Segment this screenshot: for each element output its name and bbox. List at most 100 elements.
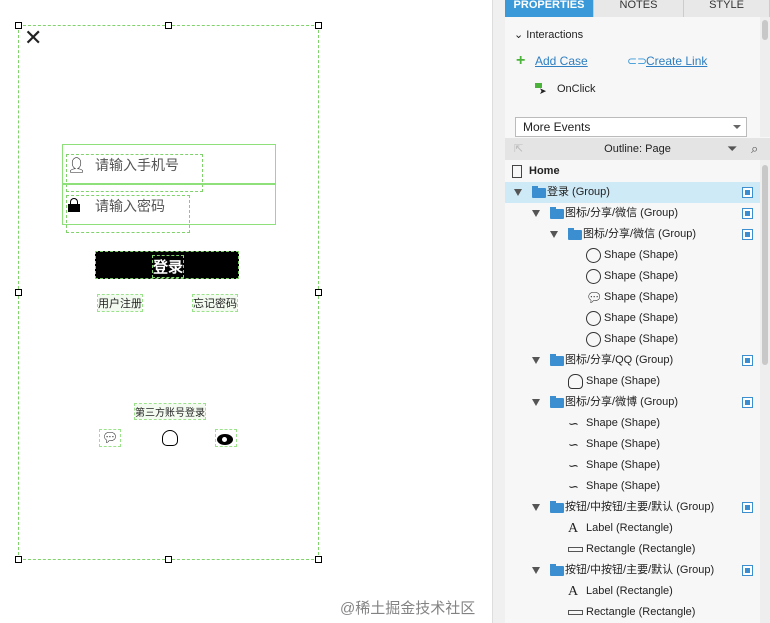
outline-home[interactable]: Home: [505, 161, 760, 182]
close-icon[interactable]: ✕: [24, 25, 43, 50]
expand-triangle-icon[interactable]: [532, 357, 540, 364]
outline-item[interactable]: 图标/分享/QQ (Group): [505, 350, 760, 371]
outline-item-label: 图标/分享/微信 (Group): [583, 228, 697, 240]
outline-item[interactable]: Shape (Shape): [505, 329, 760, 350]
phone-placeholder: 请输入手机号: [95, 157, 179, 173]
dropdown-arrow-icon: [733, 125, 741, 129]
resize-handle[interactable]: [165, 22, 172, 29]
tab-notes[interactable]: NOTES: [594, 0, 684, 17]
outline-item-label: Label (Rectangle): [586, 522, 673, 534]
login-group-selection[interactable]: [18, 25, 319, 560]
outline-item[interactable]: 💬︎Shape (Shape): [505, 287, 760, 308]
outline-item[interactable]: Shape (Shape): [505, 371, 760, 392]
onclick-event[interactable]: OnClick: [557, 83, 596, 95]
folder-icon: [568, 228, 582, 240]
weibo-shape-icon: ∽: [568, 479, 579, 494]
outline-item[interactable]: A Label (Rectangle): [505, 518, 760, 539]
circle-shape-icon: [586, 332, 601, 347]
password-input[interactable]: [62, 184, 276, 225]
resize-handle[interactable]: [315, 289, 322, 296]
outline-item-label: Shape (Shape): [586, 480, 660, 492]
outline-item[interactable]: ∽Shape (Shape): [505, 455, 760, 476]
weibo-icon[interactable]: [215, 429, 237, 447]
phone-input[interactable]: [62, 144, 276, 184]
outline-item[interactable]: 按钮/中按钮/主要/默认 (Group): [505, 497, 760, 518]
folder-icon: [550, 354, 564, 366]
outline-item[interactable]: 按钮/中按钮/主要/默认 (Group): [505, 560, 760, 581]
outline-item[interactable]: 图标/分享/微博 (Group): [505, 392, 760, 413]
outline-item[interactable]: Shape (Shape): [505, 245, 760, 266]
rectangle-icon: [568, 610, 583, 615]
outline-item[interactable]: Rectangle (Rectangle): [505, 539, 760, 560]
more-events-dropdown[interactable]: More Events: [515, 117, 747, 137]
qq-icon[interactable]: [162, 430, 178, 446]
folder-icon: [550, 564, 564, 576]
outline-scrollbar[interactable]: [760, 160, 770, 623]
visibility-checkbox[interactable]: [742, 187, 753, 198]
outline-item-label: 图标/分享/微信 (Group): [565, 207, 679, 219]
back-arrow-icon[interactable]: ⇱: [514, 143, 524, 155]
resize-handle[interactable]: [15, 22, 22, 29]
expand-triangle-icon[interactable]: [532, 504, 540, 511]
home-label: Home: [529, 165, 560, 177]
visibility-checkbox[interactable]: [742, 229, 753, 240]
design-canvas[interactable]: [0, 0, 492, 623]
folder-icon: [532, 186, 546, 198]
interactions-toggle[interactable]: ⌄ Interactions: [514, 28, 583, 41]
rectangle-icon: [568, 547, 583, 552]
qq-shape-icon: [568, 374, 583, 389]
third-party-label: 第三方账号登录: [134, 403, 206, 420]
resize-handle[interactable]: [165, 556, 172, 563]
create-link-link[interactable]: Create Link: [646, 54, 708, 68]
filter-icon[interactable]: ⏷: [727, 141, 738, 156]
outline-item[interactable]: 图标/分享/微信 (Group): [505, 203, 760, 224]
visibility-checkbox[interactable]: [742, 502, 753, 513]
expand-triangle-icon[interactable]: [532, 567, 540, 574]
login-button[interactable]: 登录: [95, 251, 239, 279]
weibo-shape-icon: ∽: [568, 458, 579, 473]
outline-item[interactable]: ∽ Shape (Shape): [505, 476, 760, 497]
resize-handle[interactable]: [315, 556, 322, 563]
chevron-down-icon: ⌄: [514, 29, 524, 41]
expand-triangle-icon[interactable]: [514, 189, 522, 196]
outline-item[interactable]: Rectangle (Rectangle): [505, 602, 760, 623]
weibo-shape-icon: ∽: [568, 437, 579, 452]
label-icon: A: [568, 521, 579, 536]
outline-item-label: Shape (Shape): [604, 249, 678, 261]
folder-icon: [550, 501, 564, 513]
visibility-checkbox[interactable]: [742, 565, 753, 576]
interactions-label: Interactions: [526, 29, 584, 41]
folder-icon: [550, 396, 564, 408]
expand-triangle-icon[interactable]: [550, 231, 558, 238]
outline-item[interactable]: 登录 (Group): [505, 182, 760, 203]
panel-splitter[interactable]: [492, 0, 505, 623]
outline-item[interactable]: Shape (Shape): [505, 266, 760, 287]
outline-item-label: Shape (Shape): [586, 375, 660, 387]
forgot-password-link[interactable]: 忘记密码: [192, 294, 238, 312]
tab-properties[interactable]: PROPERTIES: [505, 0, 594, 17]
visibility-checkbox[interactable]: [742, 397, 753, 408]
tab-style[interactable]: STYLE: [684, 0, 770, 17]
watermark: @稀土掘金技术社区: [340, 600, 476, 617]
add-case-link[interactable]: Add Case: [535, 54, 588, 68]
expand-triangle-icon[interactable]: [532, 210, 540, 217]
circle-shape-icon: [586, 311, 601, 326]
outline-item[interactable]: Shape (Shape): [505, 308, 760, 329]
search-icon[interactable]: ⌕: [751, 141, 759, 156]
register-link[interactable]: 用户注册: [97, 294, 143, 312]
wechat-icon[interactable]: 💬︎: [99, 429, 121, 447]
outline-item[interactable]: 图标/分享/微信 (Group): [505, 224, 760, 245]
resize-handle[interactable]: [15, 289, 22, 296]
visibility-checkbox[interactable]: [742, 355, 753, 366]
outline-item[interactable]: ∽Shape (Shape): [505, 413, 760, 434]
scrollbar[interactable]: [760, 17, 770, 137]
resize-handle[interactable]: [15, 556, 22, 563]
more-events-label: More Events: [523, 120, 591, 134]
outline-item-label: Shape (Shape): [586, 417, 660, 429]
visibility-checkbox[interactable]: [742, 208, 753, 219]
resize-handle[interactable]: [315, 22, 322, 29]
expand-triangle-icon[interactable]: [532, 399, 540, 406]
outline-item[interactable]: ∽Shape (Shape): [505, 434, 760, 455]
label-icon: A: [568, 584, 579, 599]
